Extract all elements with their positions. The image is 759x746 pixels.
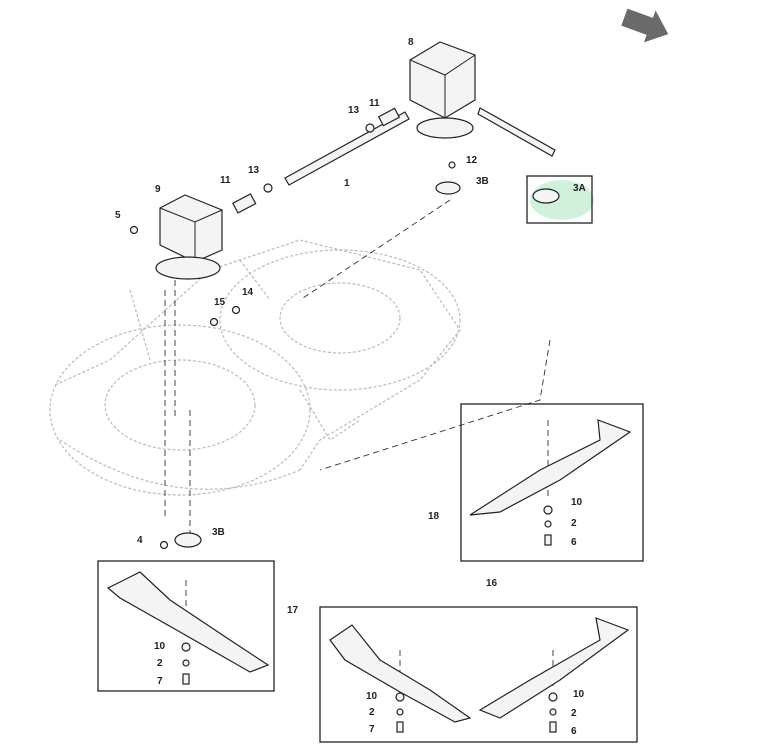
callout-blade-18-lockwasher: 2 [571, 518, 577, 529]
blade-16-box[interactable] [319, 606, 638, 743]
bolt-15[interactable] [209, 317, 219, 327]
blade-18-box[interactable] [460, 403, 644, 562]
spacer-right[interactable] [377, 107, 401, 127]
bolt-4[interactable] [159, 540, 169, 550]
hub-3a-highlight[interactable] [526, 175, 594, 224]
callout-blade-16-right-bolt: 6 [571, 726, 577, 737]
callout-blade-18-washer: 10 [571, 497, 583, 508]
callout-gearbox-left: 9 [155, 184, 161, 195]
hub-right[interactable] [435, 181, 461, 195]
callout-bolt-4: 4 [137, 535, 143, 546]
callout-bolt-12: 12 [466, 155, 478, 166]
spacer-left[interactable] [232, 193, 257, 214]
callout-ring-right: 13 [348, 105, 360, 116]
callout-blade-17-bolt: 7 [157, 676, 163, 687]
bolt-14[interactable] [231, 305, 241, 315]
callout-blade-16-left-lockwasher: 2 [369, 707, 375, 718]
callout-bolt-5: 5 [115, 210, 121, 221]
callout-blade-18-bolt: 6 [571, 537, 577, 548]
callout-blade-16-left-washer: 10 [366, 691, 378, 702]
bolt-5[interactable] [129, 225, 139, 235]
callout-blade-17-lockwasher: 2 [157, 658, 163, 669]
arrow-down-right-icon[interactable] [619, 1, 675, 49]
callout-spacer-right: 11 [369, 98, 380, 109]
callout-bolt-15: 15 [214, 297, 226, 308]
callout-blade-17: 17 [287, 605, 299, 616]
callout-bolt-14: 14 [242, 287, 254, 298]
callout-blade-16-right-lockwasher: 2 [571, 708, 577, 719]
callout-hub-right: 3B [476, 176, 489, 187]
ring-left[interactable] [263, 183, 273, 193]
callout-ring-left: 13 [248, 165, 260, 176]
callout-hub-left: 3B [212, 527, 225, 538]
blade-17-box[interactable] [97, 560, 275, 692]
callout-spacer-left: 11 [220, 175, 231, 186]
callout-blade-16-right-washer: 10 [573, 689, 585, 700]
callout-gearbox-right: 8 [408, 37, 414, 48]
callout-hub-highlight: 3A [573, 183, 586, 194]
callout-blade-17-washer: 10 [154, 641, 166, 652]
mower-deck [49, 239, 461, 496]
callout-blade-18: 18 [428, 511, 440, 522]
ring-right[interactable] [365, 123, 375, 133]
gearbox-right[interactable] [409, 41, 476, 139]
callout-blade-16: 16 [486, 578, 498, 589]
gearbox-left[interactable] [155, 194, 223, 280]
bolt-12[interactable] [448, 161, 456, 169]
callout-shaft: 1 [344, 178, 350, 189]
hub-left[interactable] [174, 532, 202, 548]
output-shaft[interactable] [477, 107, 556, 157]
callout-blade-16-left-bolt: 7 [369, 724, 375, 735]
drive-shaft[interactable] [284, 111, 410, 186]
